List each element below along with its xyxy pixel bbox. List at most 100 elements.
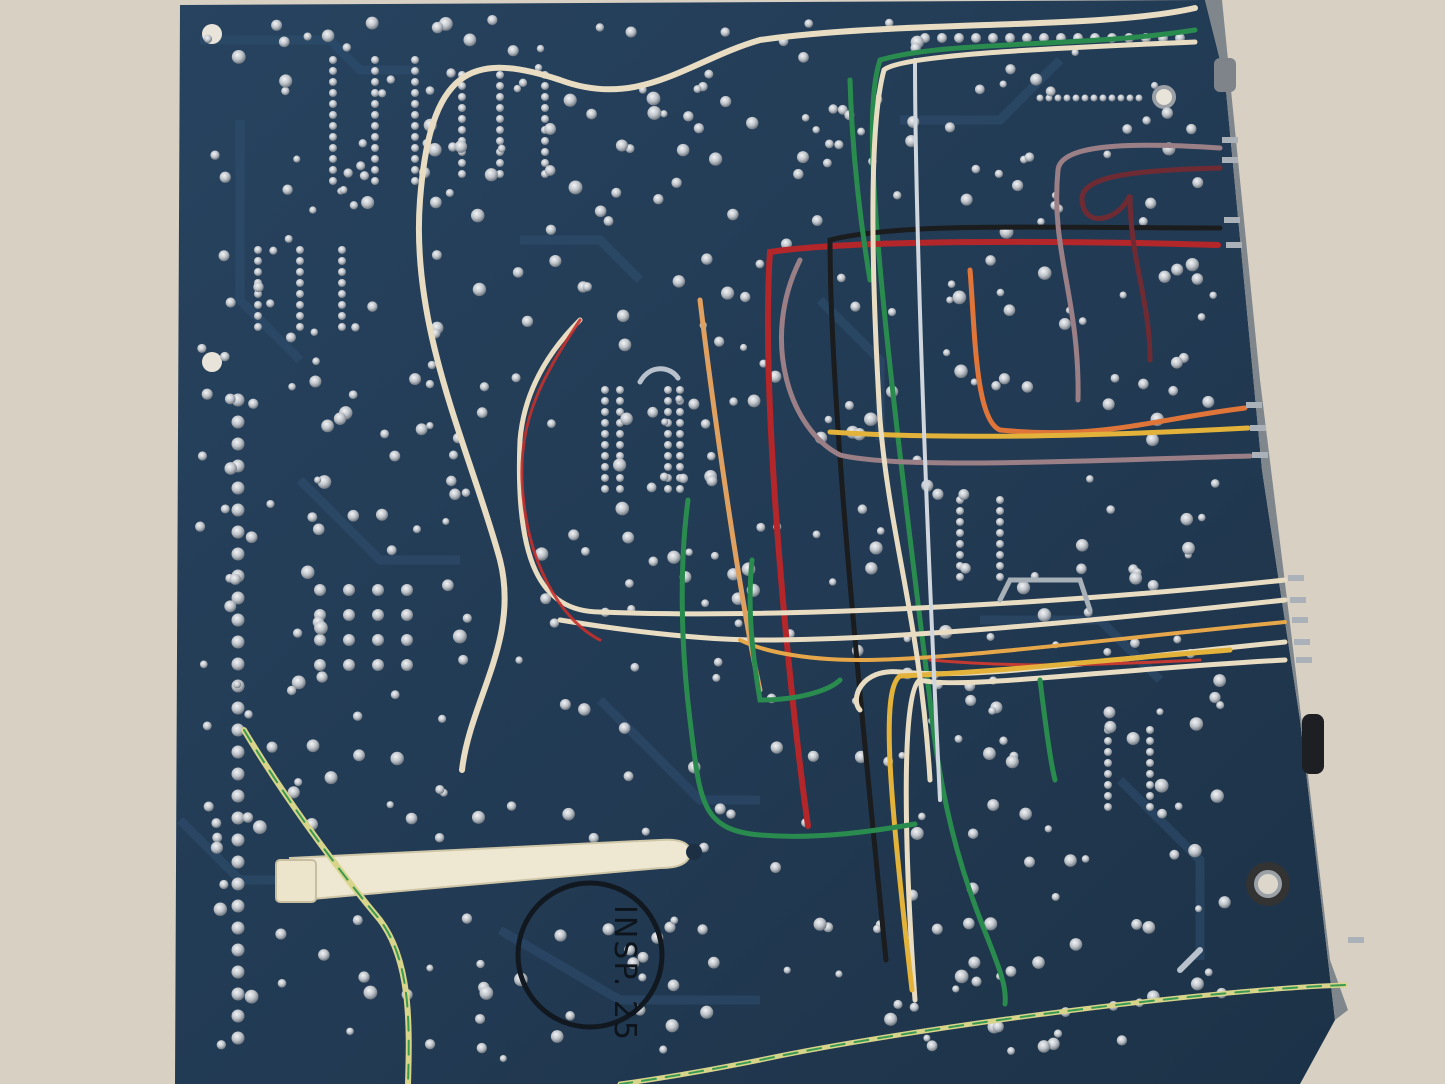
inspection-stamp: INSP. 25: [515, 880, 665, 1042]
solder-joint: [329, 111, 337, 119]
solder-joint: [371, 177, 379, 185]
solder-joint: [601, 474, 609, 482]
solder-joint: [541, 82, 549, 90]
solder-joint: [536, 44, 545, 53]
solder-joint: [960, 563, 971, 574]
solder-joint: [371, 144, 379, 152]
solder-joint: [1104, 770, 1112, 778]
wire-white: [416, 5, 1198, 773]
solder-joint: [231, 767, 245, 781]
solder-joint: [506, 801, 517, 811]
solder-joint: [277, 978, 287, 988]
solder-joint: [624, 944, 636, 956]
solder-joint: [445, 188, 454, 197]
solder-joint: [1169, 849, 1180, 860]
solder-joint: [630, 662, 640, 672]
solder-joint: [739, 291, 751, 303]
solder-joint: [1110, 373, 1120, 383]
wire-harness: [241, 5, 1348, 1084]
solder-joint: [996, 540, 1004, 548]
mounting-holes: [202, 24, 1290, 906]
solder-joint: [1024, 856, 1035, 868]
solder-joint: [1053, 1029, 1063, 1038]
solder-joint: [727, 208, 739, 221]
solder-joint: [1188, 843, 1202, 858]
solder-joint: [229, 573, 241, 585]
solder-joint: [637, 951, 649, 963]
solder-joint: [220, 504, 230, 514]
solder-joint: [720, 286, 735, 300]
solder-joint: [822, 158, 832, 168]
solder-joint: [541, 159, 549, 167]
solder-joint: [301, 565, 315, 580]
solder-joint: [343, 634, 355, 646]
solder-joint: [458, 159, 466, 167]
solder-joint: [1130, 638, 1140, 649]
solder-joint: [310, 328, 319, 336]
solder-joint: [541, 148, 549, 156]
solder-joint: [231, 591, 245, 605]
solder-joint: [565, 1011, 575, 1021]
solder-joint: [371, 122, 379, 130]
wire-brown: [1079, 165, 1223, 363]
solder-joint: [312, 523, 325, 536]
solder-joint: [353, 749, 366, 762]
solder-joint: [254, 246, 262, 254]
solder-joint: [231, 1031, 245, 1045]
solder-joint: [309, 206, 317, 214]
solder-joint: [338, 323, 346, 331]
solder-joint: [329, 155, 337, 163]
solder-joint: [1016, 581, 1031, 595]
solder-joint: [386, 545, 397, 556]
solder-joint: [893, 191, 902, 200]
solder-joint: [296, 257, 304, 265]
solder-joint: [1154, 778, 1169, 793]
solder-joint: [700, 1005, 714, 1019]
solder-joint: [660, 110, 668, 118]
solder-joint: [1210, 789, 1224, 803]
solder-joint: [296, 290, 304, 298]
wire-green: [847, 77, 873, 283]
solder-joint: [411, 133, 419, 141]
solder-joint: [984, 917, 998, 931]
solder-joint: [646, 91, 661, 106]
solder-joint: [1129, 571, 1143, 585]
solder-joint: [623, 771, 634, 782]
solder-joint: [1192, 177, 1204, 189]
solder-joint: [1146, 803, 1154, 811]
solder-joint: [1170, 356, 1183, 369]
solder-joint: [231, 657, 245, 671]
solder-joint: [707, 451, 716, 461]
solder-joint: [1102, 398, 1115, 411]
edge-pin: [1288, 575, 1304, 581]
solder-joint: [244, 710, 253, 719]
solder-joint: [987, 799, 1000, 811]
solder-joint: [996, 529, 1004, 537]
solder-joint: [996, 518, 1004, 526]
wire-jumper: [997, 577, 1093, 613]
solder-joint: [266, 299, 275, 308]
solder-joint: [988, 33, 998, 43]
solder-joint: [463, 33, 477, 47]
solder-joint: [1157, 808, 1167, 819]
solder-joint: [233, 680, 242, 689]
solder-joint: [431, 250, 442, 261]
solder-joint: [956, 529, 964, 537]
solder-joint: [641, 827, 650, 836]
wire-white: [913, 58, 942, 802]
solder-joint: [646, 482, 657, 493]
solder-joint: [224, 393, 236, 405]
solder-joint: [535, 547, 549, 561]
solder-joint: [329, 89, 337, 97]
solder-joint: [1146, 726, 1154, 734]
solder-joint: [1146, 748, 1154, 756]
solder-joint: [693, 123, 705, 134]
wire-green: [1037, 677, 1058, 783]
solder-joint: [321, 419, 334, 433]
solder-joint: [664, 430, 672, 438]
solder-joint: [371, 89, 379, 97]
solder-joint: [796, 151, 809, 164]
solder-joint: [967, 828, 979, 839]
solder-joint: [1005, 33, 1015, 43]
solder-joint: [1005, 64, 1016, 75]
